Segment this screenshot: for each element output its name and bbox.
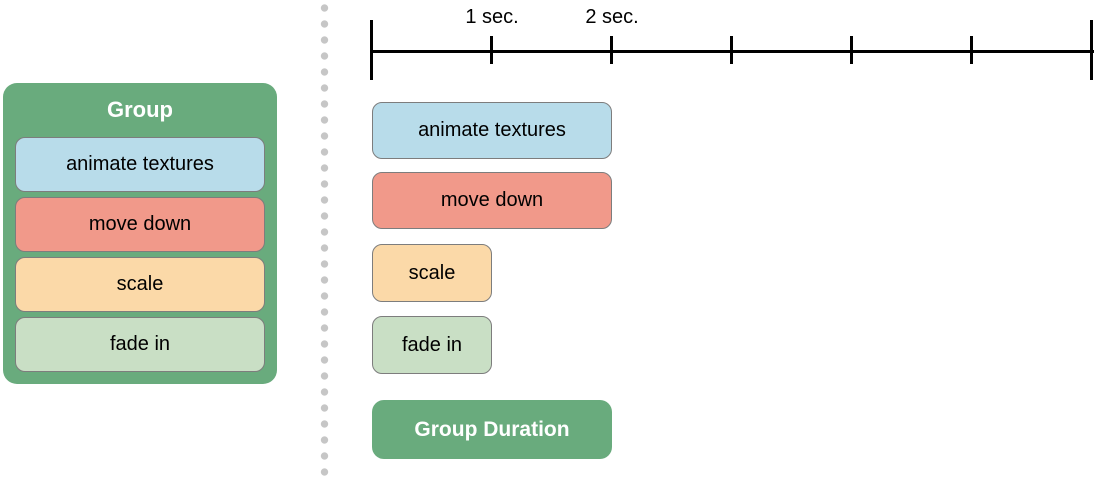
timeline-tick — [490, 36, 493, 64]
timeline-tick-label: 2 sec. — [585, 6, 639, 28]
timeline-tick — [1090, 20, 1093, 80]
group-duration-bar: Group Duration — [372, 400, 612, 459]
group-item-scale: scale — [15, 257, 265, 312]
timeline-tick — [370, 20, 373, 80]
timeline-tick — [970, 36, 973, 64]
timeline-tick — [730, 36, 733, 64]
group-item-animate-textures: animate textures — [15, 137, 265, 192]
timeline-tick — [610, 36, 613, 64]
group-panel: Group animate textures move down scale f… — [3, 83, 277, 384]
group-item-fade-in: fade in — [15, 317, 265, 372]
timeline-tick — [850, 36, 853, 64]
dotted-separator — [320, 0, 329, 482]
duration-bar-move-down: move down — [372, 172, 612, 229]
duration-bar-fade-in: fade in — [372, 316, 492, 374]
group-item-move-down: move down — [15, 197, 265, 252]
group-panel-title: Group — [107, 97, 173, 122]
duration-bar-scale: scale — [372, 244, 492, 302]
duration-bar-animate-textures: animate textures — [372, 102, 612, 159]
timeline-tick-label: 1 sec. — [465, 6, 519, 28]
